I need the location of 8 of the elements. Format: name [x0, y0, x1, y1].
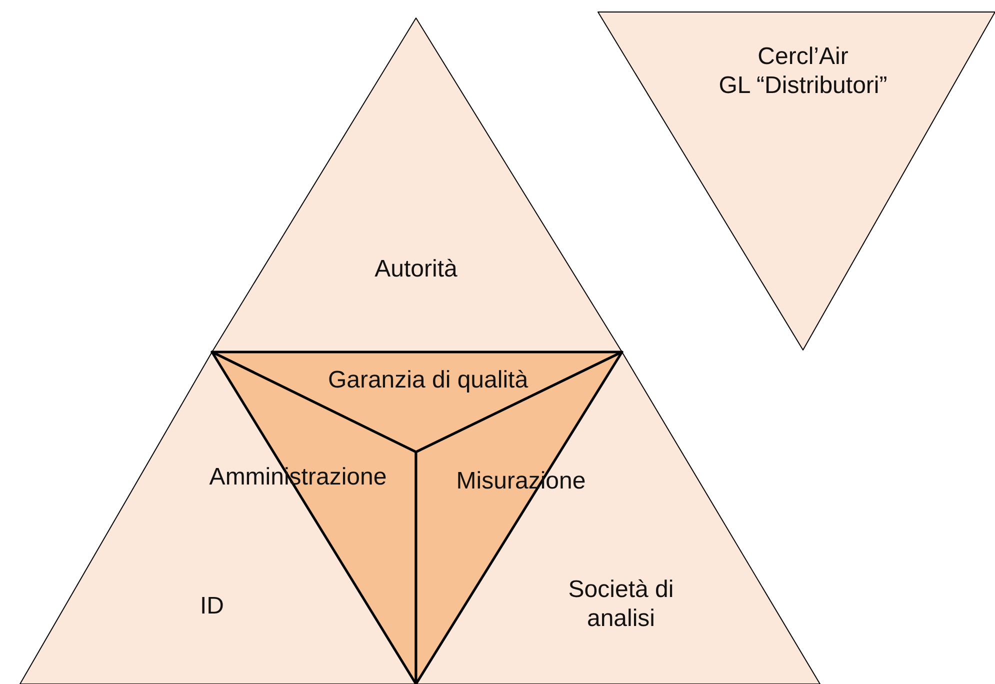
triangle-shape [212, 18, 622, 352]
triangle-label: Autorità [374, 256, 458, 284]
triangle-label: Garanzia di qualità [328, 366, 528, 396]
inverted-triangle [598, 12, 995, 350]
triangle-label: Cercl’Air [756, 43, 850, 72]
triangle-label: ID [200, 592, 224, 622]
triangle-label: Società di analisi [567, 576, 675, 634]
triangle-label: GL “Distributori” [718, 72, 888, 101]
